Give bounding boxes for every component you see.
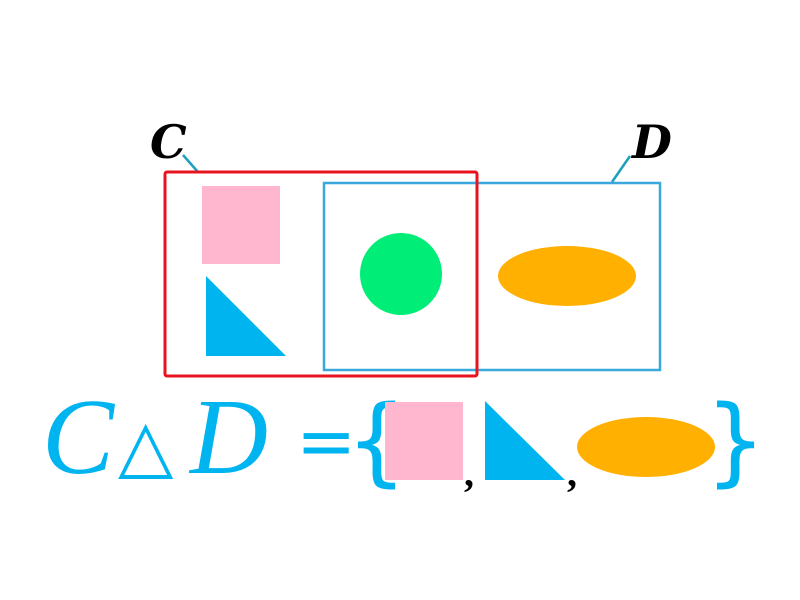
pink-square-element	[202, 186, 280, 264]
result-separator-1: ,	[464, 450, 474, 495]
blue-triangle-element	[206, 276, 286, 356]
set-c-box	[163, 170, 479, 378]
set-c-connector	[182, 154, 199, 173]
equals-sign: =	[296, 399, 356, 483]
set-d-label: D	[630, 115, 672, 169]
result-pink-square	[385, 402, 463, 480]
formula-set-c: C	[42, 378, 116, 497]
result-blue-triangle	[485, 401, 565, 480]
result-orange-ellipse	[577, 417, 715, 477]
close-brace: }	[705, 385, 766, 497]
symmetric-difference-symbol: △	[118, 403, 174, 487]
set-d-box	[322, 181, 662, 372]
set-d-connector	[610, 155, 632, 183]
green-circle-element	[360, 233, 442, 315]
orange-ellipse-element	[498, 246, 636, 306]
formula-set-d: D	[188, 378, 268, 497]
set-c-label: C	[150, 115, 187, 169]
result-separator-2: ,	[567, 450, 577, 495]
